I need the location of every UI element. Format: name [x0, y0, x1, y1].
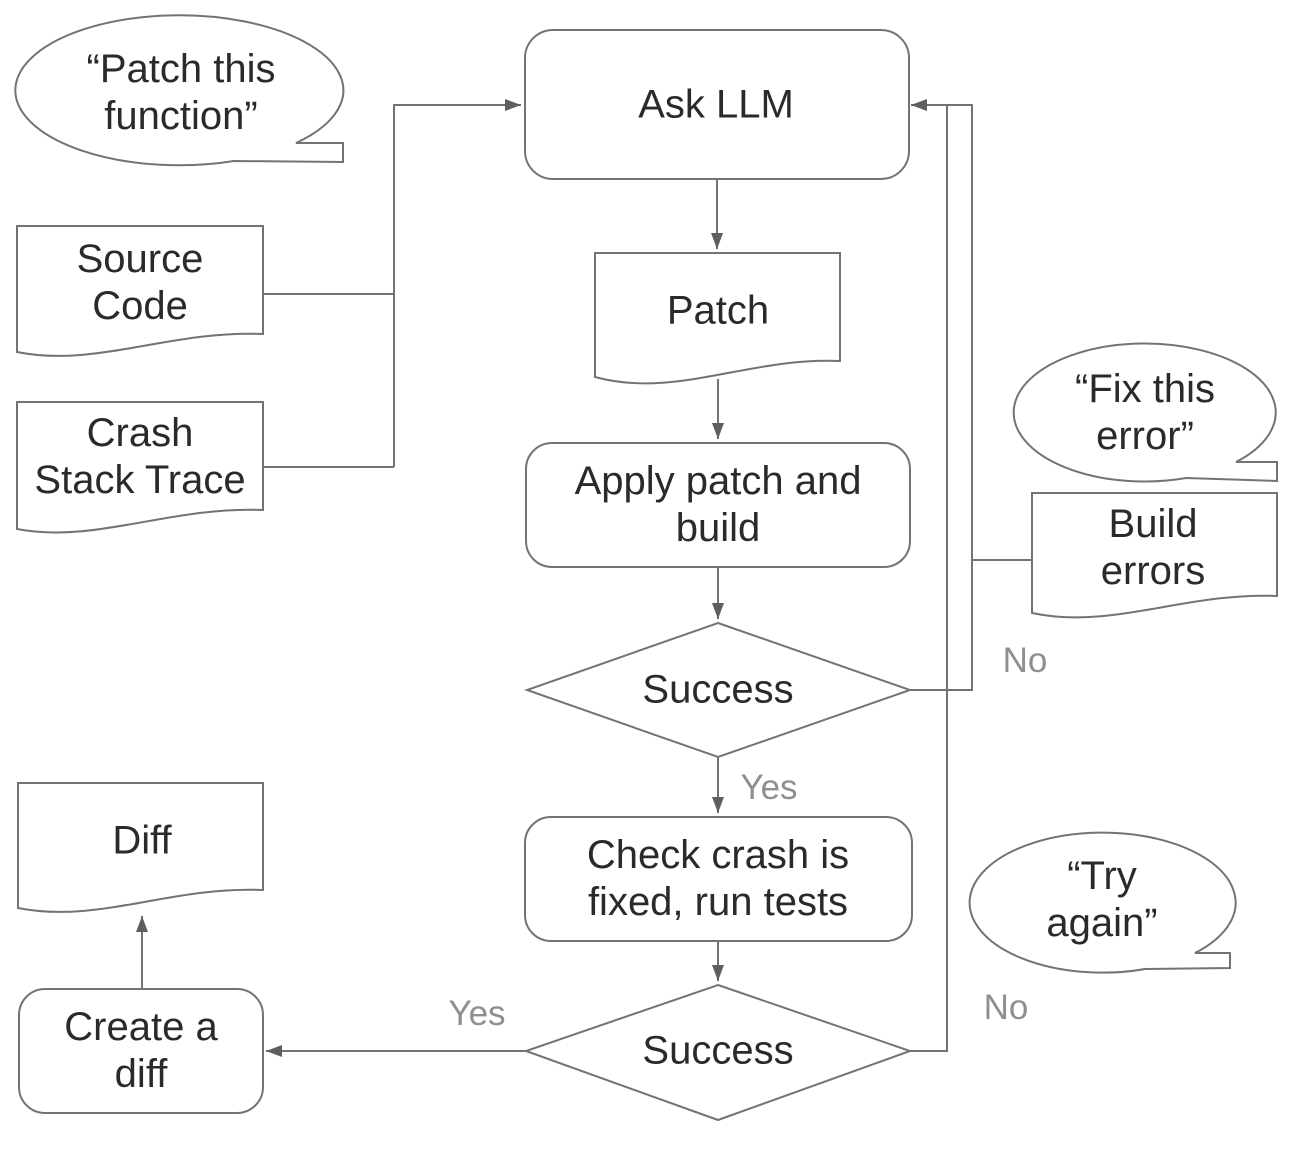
tests-success-label: Success: [642, 1028, 794, 1073]
check-crash-fixed-label: Check crash is fixed, run tests: [586, 832, 850, 924]
build-success-yes-label: Yes: [740, 768, 798, 807]
crash-stack-label: Crash Stack Trace: [34, 410, 246, 502]
edge-tests-success-no-loop-to-ask-llm: [910, 105, 948, 1052]
tests-success-diamond-shape: [522, 983, 914, 1122]
edge-inputs-to-ask-llm: [393, 99, 521, 467]
apply-patch-build-label: Apply patch and build: [574, 458, 862, 550]
check-crash-fixed-shape: [524, 816, 913, 942]
build-success-label: Success: [642, 667, 794, 712]
edge-build-success-no-loop-to-ask-llm: [910, 99, 973, 691]
create-diff-shape: [18, 988, 264, 1114]
build-errors-document-shape: [1031, 492, 1278, 619]
build-success-diamond-shape: [523, 621, 914, 759]
prompt-patch-label: “Patch this function”: [86, 46, 276, 138]
build-errors-label: Build errors: [1100, 501, 1206, 593]
create-diff-label: Create a diff: [64, 1004, 218, 1096]
build-success-no-label: No: [1002, 641, 1048, 680]
source-code-label: Source Code: [76, 236, 204, 328]
tests-success-yes-label: Yes: [448, 994, 506, 1033]
patch-label: Patch: [666, 288, 770, 333]
ask-llm-shape: [524, 29, 910, 180]
prompt-fix-error-bubble-shape: [1012, 342, 1278, 483]
source-code-document-shape: [16, 225, 264, 357]
edges: [136, 99, 1032, 1057]
prompt-try-again-label: “Try again”: [1046, 853, 1158, 945]
diff-label: Diff: [112, 818, 172, 863]
nodes: [14, 14, 1278, 1122]
prompt-try-again-bubble-shape: [968, 831, 1237, 974]
prompt-fix-error-label: “Fix this error”: [1075, 366, 1215, 458]
prompt-patch-bubble-shape: [14, 14, 345, 167]
ask-llm-label: Ask LLM: [638, 82, 794, 127]
patch-document-shape: [594, 252, 841, 385]
diff-document-shape: [17, 782, 264, 913]
apply-patch-build-shape: [525, 442, 911, 568]
crash-stack-document-shape: [16, 401, 264, 534]
tests-success-no-label: No: [983, 988, 1029, 1027]
